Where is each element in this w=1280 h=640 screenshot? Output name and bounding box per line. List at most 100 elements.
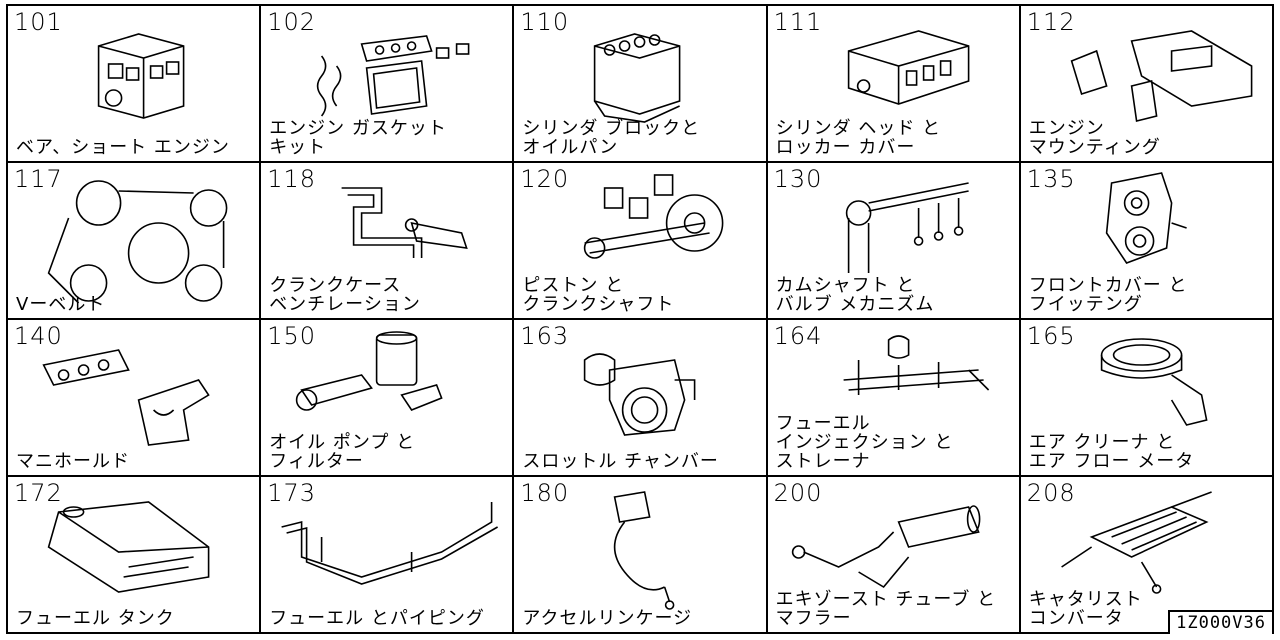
front-cover-icon bbox=[1021, 163, 1272, 318]
part-label: フロントカバー とフイッテング bbox=[1029, 276, 1188, 314]
part-code: 150 bbox=[267, 322, 316, 350]
part-label-line: エキゾースト チューブ と bbox=[775, 589, 997, 610]
part-cell-208[interactable]: 208 キャタリストコンバータ bbox=[1020, 477, 1274, 634]
cylinder-head-icon bbox=[768, 6, 1019, 161]
fuel-piping-icon bbox=[261, 477, 512, 632]
part-cell-164[interactable]: 164 フューエルインジェクション とストレーナ bbox=[767, 320, 1021, 477]
part-label-line: ストレーナ bbox=[775, 451, 871, 472]
part-label-line: マウンティング bbox=[1028, 137, 1161, 158]
part-label-line: インジェクション と bbox=[775, 432, 954, 453]
part-label: オイル ポンプ とフィルター bbox=[269, 433, 415, 471]
part-label-line: シリンダ ブロックと bbox=[522, 118, 701, 139]
reference-code: 1Z000V36 bbox=[1168, 610, 1272, 634]
throttle-chamber-icon bbox=[514, 320, 765, 475]
part-label-line: オイルパン bbox=[522, 137, 619, 158]
part-code: 112 bbox=[1026, 8, 1076, 36]
fuel-injection-icon bbox=[768, 320, 1019, 475]
part-code: 140 bbox=[14, 322, 63, 350]
part-cell-165[interactable]: 165 エア クリーナ とエア フロー メータ bbox=[1020, 320, 1274, 477]
part-label-line: ベア、ショート エンジン bbox=[16, 137, 230, 158]
camshaft-valve-icon bbox=[768, 163, 1019, 318]
air-cleaner-icon bbox=[1021, 320, 1272, 475]
part-cell-150[interactable]: 150 オイル ポンプ とフィルター bbox=[261, 320, 515, 477]
part-cell-173[interactable]: 173 フューエル とパイピング bbox=[261, 477, 515, 634]
part-label-line: エンジン ガスケット bbox=[269, 118, 447, 139]
part-code: 163 bbox=[520, 322, 570, 350]
part-code: 130 bbox=[773, 165, 823, 193]
part-label-line: フイッテング bbox=[1028, 294, 1143, 315]
part-code: 164 bbox=[773, 322, 823, 350]
part-label-line: フューエル タンク bbox=[16, 608, 175, 629]
part-code: 111 bbox=[773, 8, 823, 36]
part-cell-120[interactable]: 120 ピストン とクランクシャフト bbox=[514, 163, 768, 320]
accelerator-linkage-icon bbox=[514, 477, 765, 632]
part-label-line: エア クリーナ と bbox=[1028, 432, 1176, 453]
part-cell-163[interactable]: 163 スロットル チャンバー bbox=[514, 320, 768, 477]
part-label-line: キット bbox=[269, 137, 327, 158]
part-label: フューエル タンク bbox=[16, 609, 175, 628]
part-label-line: コンバータ bbox=[1028, 608, 1124, 629]
catalytic-converter-icon bbox=[1021, 477, 1272, 632]
part-code: 208 bbox=[1026, 479, 1076, 507]
manifold-icon bbox=[8, 320, 259, 475]
part-cell-102[interactable]: 102 エンジン ガスケットキット bbox=[261, 6, 515, 163]
part-label-line: バルブ メカニズム bbox=[775, 294, 935, 315]
v-belt-icon bbox=[8, 163, 259, 318]
part-code: 102 bbox=[267, 8, 316, 36]
part-label-line: クランクシャフト bbox=[522, 294, 675, 315]
piston-crankshaft-icon bbox=[514, 163, 765, 318]
part-label: フューエルインジェクション とストレーナ bbox=[776, 414, 954, 471]
part-code: 118 bbox=[267, 165, 316, 193]
gasket-kit-icon bbox=[261, 6, 512, 161]
part-code: 173 bbox=[267, 479, 316, 507]
part-label-line: フューエル bbox=[775, 413, 871, 434]
part-label: ベア、ショート エンジン bbox=[16, 138, 230, 157]
part-code: 165 bbox=[1026, 322, 1076, 350]
part-label: フューエル とパイピング bbox=[269, 609, 485, 628]
part-label: ピストン とクランクシャフト bbox=[522, 276, 674, 314]
part-cell-140[interactable]: 140 マニホールド bbox=[8, 320, 262, 477]
part-cell-101[interactable]: 101 ベア、ショート エンジン bbox=[8, 6, 262, 163]
part-cell-111[interactable]: 111 シリンダ ヘッド とロッカー カバー bbox=[767, 6, 1021, 163]
part-label: エア クリーナ とエア フロー メータ bbox=[1029, 433, 1194, 471]
part-label-line: フロントカバー と bbox=[1028, 275, 1188, 296]
part-label-line: シリンダ ヘッド と bbox=[775, 118, 942, 139]
part-label: スロットル チャンバー bbox=[522, 452, 719, 471]
part-label: アクセルリンケージ bbox=[522, 609, 692, 628]
part-label-line: マフラー bbox=[775, 608, 852, 629]
crankcase-hose-icon bbox=[261, 163, 512, 318]
engine-mount-icon bbox=[1021, 6, 1272, 161]
engine-block-icon bbox=[8, 6, 259, 161]
part-label-line: フィルター bbox=[269, 451, 364, 472]
part-label: シリンダ ブロックとオイルパン bbox=[522, 119, 700, 157]
part-cell-112[interactable]: 112 エンジンマウンティング bbox=[1020, 6, 1274, 163]
part-label-line: ロッカー カバー bbox=[775, 137, 916, 158]
part-label-line: オイル ポンプ と bbox=[269, 432, 416, 453]
part-label: エンジンマウンティング bbox=[1029, 119, 1161, 157]
part-code: 120 bbox=[520, 165, 570, 193]
exhaust-muffler-icon bbox=[768, 477, 1019, 632]
part-label: Vーベルト bbox=[16, 295, 105, 314]
part-label-line: フューエル とパイピング bbox=[269, 608, 485, 629]
part-label-line: エア フロー メータ bbox=[1028, 451, 1195, 472]
part-code: 101 bbox=[14, 8, 63, 36]
part-label-line: ベンチレーション bbox=[269, 294, 421, 315]
part-label-line: スロットル チャンバー bbox=[522, 451, 719, 472]
part-cell-130[interactable]: 130 カムシャフト とバルブ メカニズム bbox=[767, 163, 1021, 320]
part-label-line: キャタリスト bbox=[1028, 589, 1143, 610]
fuel-tank-icon bbox=[8, 477, 259, 632]
part-label: シリンダ ヘッド とロッカー カバー bbox=[776, 119, 941, 157]
part-code: 117 bbox=[14, 165, 63, 193]
part-label-line: カムシャフト と bbox=[775, 275, 916, 296]
part-label: エキゾースト チューブ とマフラー bbox=[776, 590, 996, 628]
part-label: マニホールド bbox=[16, 452, 130, 471]
part-label-line: アクセルリンケージ bbox=[522, 608, 693, 629]
